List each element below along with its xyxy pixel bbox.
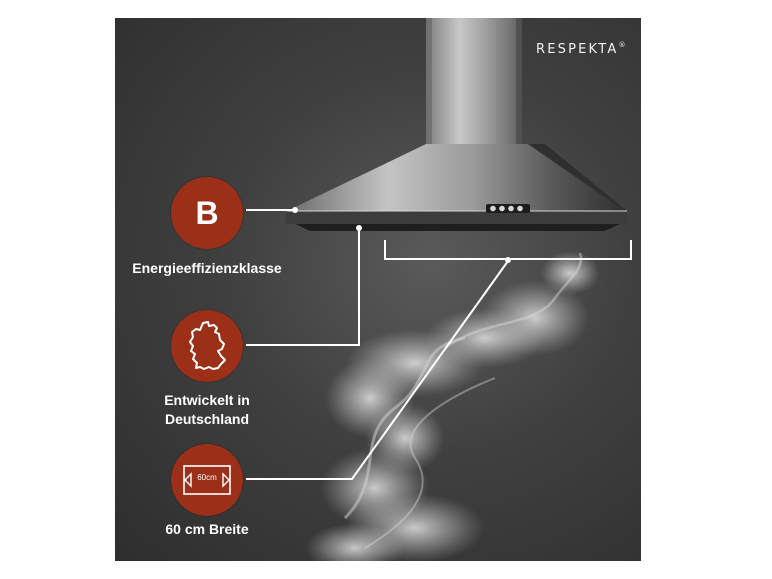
hood-canopy <box>287 144 625 211</box>
hood-front-band <box>285 211 627 224</box>
width-bracket <box>384 240 632 260</box>
germany-caption: Entwickelt in Deutschland <box>125 391 289 429</box>
registered-mark: ® <box>618 41 626 49</box>
cooker-hood-illustration <box>246 18 632 561</box>
energy-class-letter: B <box>195 195 219 231</box>
energy-class-caption-line: Energieeffizienzklasse <box>132 260 282 276</box>
hood-filter <box>295 224 620 231</box>
width-caption-line: 60 cm Breite <box>165 521 249 537</box>
brand-name: RESPEKTA <box>536 42 619 57</box>
width-badge: 60cm <box>171 444 243 516</box>
germany-map-icon <box>189 321 226 370</box>
product-image-panel: RESPEKTA® B Energieeffizienzklasse Entwi… <box>115 18 641 561</box>
germany-caption-line-1: Entwickelt in <box>164 392 250 408</box>
callout-line-width <box>246 260 509 480</box>
hood-control-buttons <box>486 204 530 213</box>
hood-chimney <box>426 18 522 146</box>
width-icon-label: 60cm <box>197 473 217 482</box>
germany-badge <box>171 310 243 382</box>
width-caption: 60 cm Breite <box>115 520 299 539</box>
callout-line-germany <box>246 229 360 346</box>
energy-class-caption: Energieeffizienzklasse <box>115 259 299 278</box>
brand-logo: RESPEKTA® <box>536 41 626 57</box>
callout-lines <box>246 207 632 480</box>
width-60cm-icon <box>183 465 231 495</box>
energy-class-badge: B <box>171 177 243 249</box>
steam-cloud <box>305 251 600 561</box>
germany-caption-line-2: Deutschland <box>164 411 249 427</box>
